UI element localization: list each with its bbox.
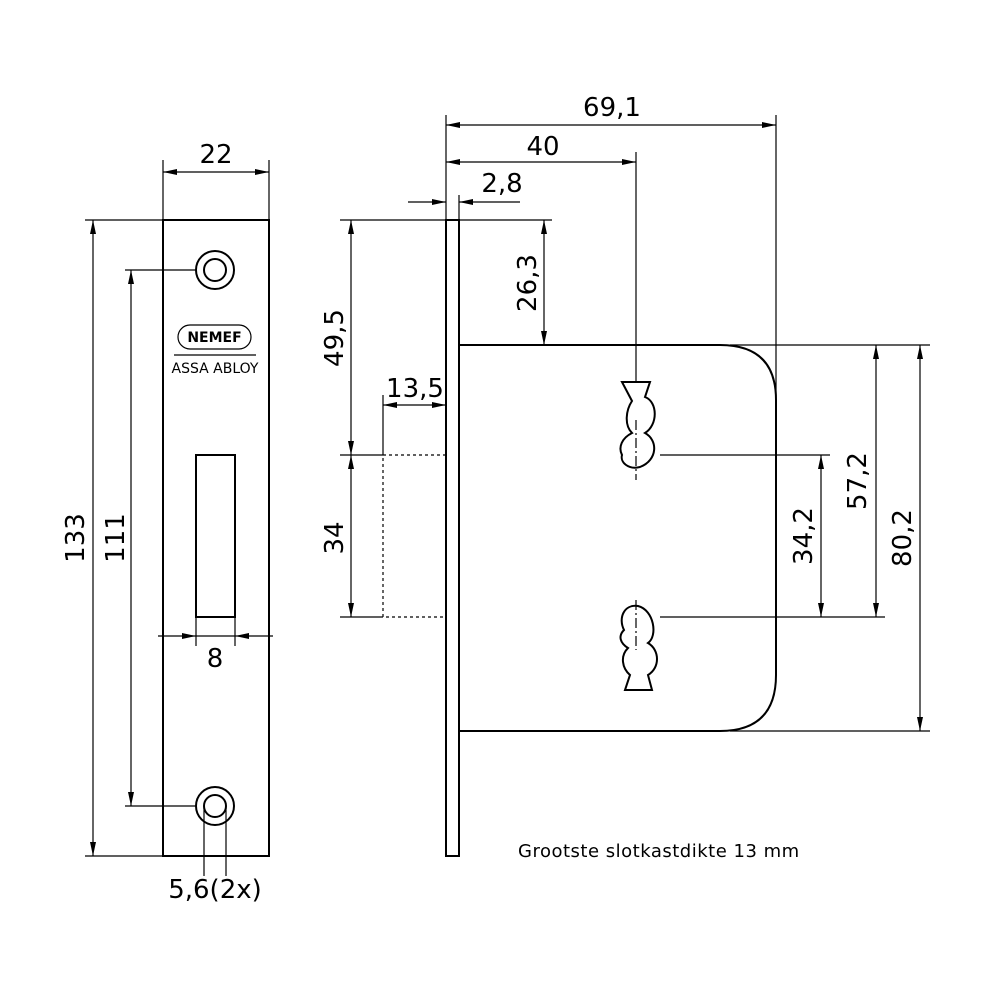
hole-spacing-label: 111 [101,513,131,563]
upper-keyhole [619,381,656,469]
top-screw-hole [195,250,235,290]
lower-keyhole-shape [619,604,658,691]
keyhole-spacing-label: 34,2 [789,507,819,565]
logo-badge [177,324,252,350]
hole-diameter-label: 5,6(2x) [168,875,262,905]
lock-case-outline [459,344,777,732]
logo-brand-text: NEMEF [187,330,241,346]
backset-label: 40 [526,132,559,162]
overall-depth-label: 69,1 [583,93,641,123]
to-bolt-top-label: 49,5 [320,309,350,367]
bolt-height-label: 34 [320,521,350,554]
body-height-label: 80,2 [888,509,918,567]
bolt-slot [195,454,236,618]
lock-body-dimensions: 69,1 40 2,8 26,3 49,5 34 [320,93,930,732]
case-thickness-note: Grootste slotkastdikte 13 mm [518,841,800,862]
faceplate-dimensions: 22 133 111 8 5,6(2x) [61,140,273,905]
slot-width-label: 8 [207,644,224,674]
faceplate-view: NEMEF ASSA ABLOY [162,219,270,857]
faceplate-outline [162,219,270,857]
width-dimension-label: 22 [199,140,232,170]
lower-keyhole [619,604,658,691]
logo-group-text: ASSA ABLOY [172,361,259,377]
upper-keyhole-shape [619,381,656,469]
bolt-hidden-outline [382,454,446,618]
bottom-screw-hole [195,786,235,826]
lower-to-top-label: 57,2 [843,452,873,510]
height-dimension-label: 133 [61,513,91,563]
plate-thickness-label: 2,8 [481,169,522,199]
lock-body-view [382,219,777,857]
nemef-logo: NEMEF ASSA ABLOY [172,324,259,377]
forend-plate [445,219,460,857]
to-body-top-label: 26,3 [513,254,543,312]
bolt-throw-label: 13,5 [386,374,444,404]
